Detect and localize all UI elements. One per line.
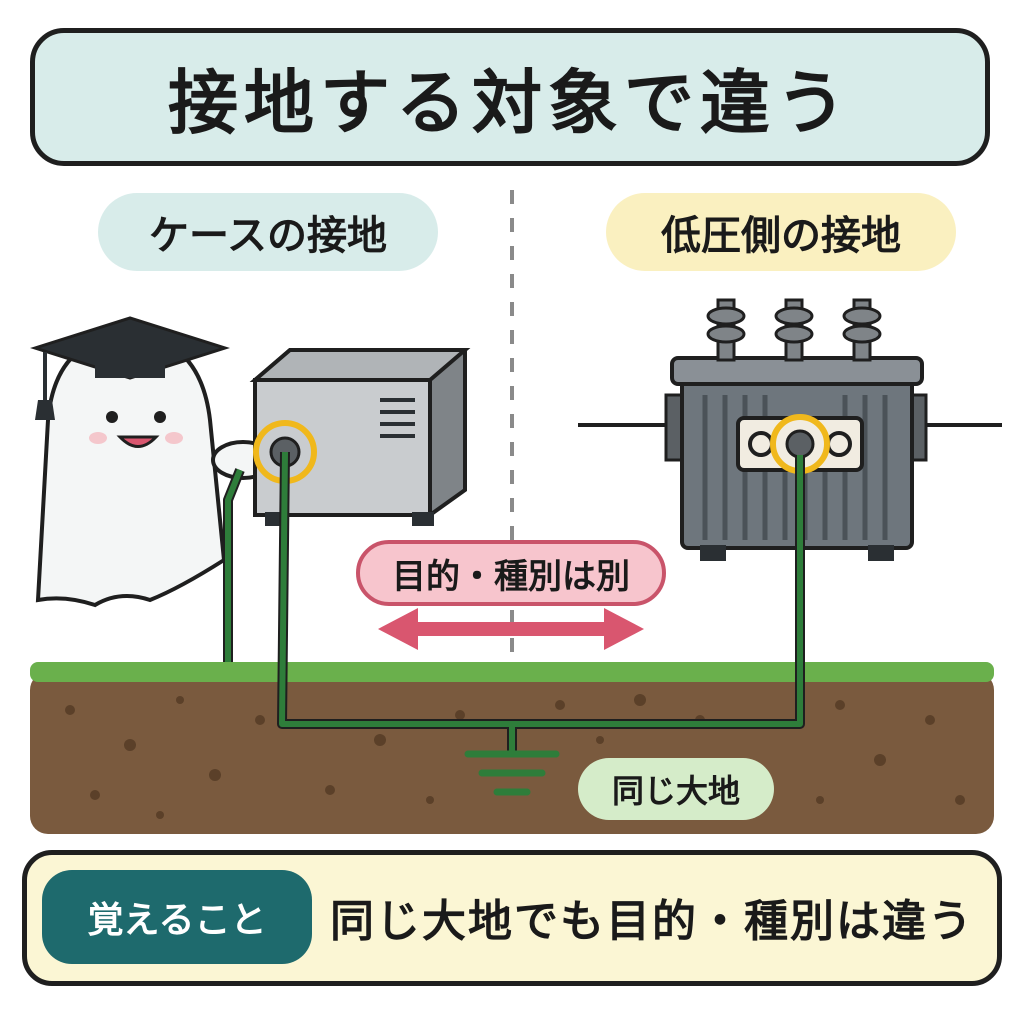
case-ground-label: ケースの接地 xyxy=(98,193,438,271)
page-title: 接地する対象で違う xyxy=(168,61,852,144)
soil-dots xyxy=(65,694,965,819)
memo-tag: 覚えること xyxy=(42,870,312,964)
graduation-cap-icon xyxy=(30,316,230,420)
memo-text: 同じ大地でも目的・種別は違う xyxy=(330,896,974,947)
double-arrow xyxy=(378,608,644,650)
low-voltage-ground-label: 低圧側の接地 xyxy=(606,193,956,271)
earth-symbol-icon xyxy=(464,750,560,796)
purpose-different-label: 目的・種別は別 xyxy=(356,540,666,606)
bushings xyxy=(706,298,882,362)
title-banner: 接地する対象で違う xyxy=(30,28,990,166)
grass xyxy=(30,662,994,682)
same-earth-label: 同じ大地 xyxy=(578,758,774,820)
ground-wires-fill xyxy=(225,451,803,752)
transformer xyxy=(578,298,1002,561)
